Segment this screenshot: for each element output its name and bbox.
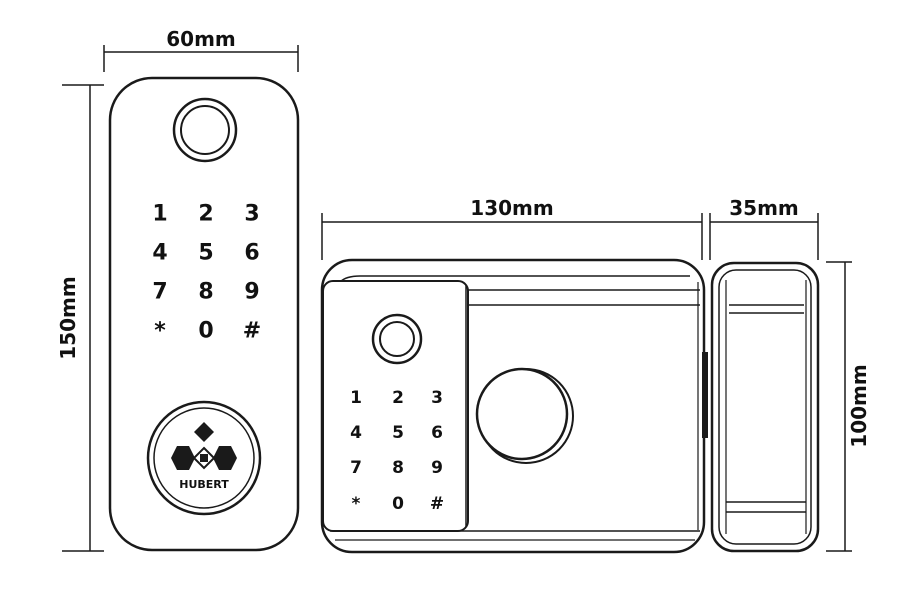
side-key: #: [430, 494, 444, 514]
dimension-label-130mm: 130mm: [470, 196, 553, 220]
side-key: 2: [392, 388, 404, 408]
dimension-label-150mm: 150mm: [56, 276, 80, 359]
side-key: 0: [392, 494, 404, 514]
front-key: 0: [198, 319, 213, 344]
dimension-label-60mm: 60mm: [166, 27, 236, 51]
front-key: 7: [152, 280, 167, 305]
dimension-130mm: [321, 213, 703, 260]
brand-logo-icon: [171, 422, 237, 470]
side-key: 4: [350, 423, 362, 443]
side-key: 6: [431, 423, 443, 443]
side-key: 7: [350, 458, 362, 478]
side-key: 1: [350, 388, 362, 408]
front-key: 2: [198, 202, 213, 227]
front-key: *: [154, 319, 166, 344]
dimension-label-35mm: 35mm: [729, 196, 799, 220]
dimension-60mm: [103, 45, 299, 72]
front-key: 4: [152, 241, 167, 266]
dimension-35mm: [709, 213, 819, 260]
front-key: 8: [198, 280, 213, 305]
side-key: 3: [431, 388, 443, 408]
knob: [475, 367, 574, 464]
side-key: 5: [392, 423, 404, 443]
side-keypad-plate: 1 2 3 4 5 6 7 8 9 * 0 #: [322, 280, 469, 532]
dimension-100mm: [826, 261, 852, 552]
front-key: #: [243, 319, 261, 344]
front-fingerprint-sensor: [172, 97, 238, 163]
brand-badge: HUBERT: [146, 400, 262, 516]
side-keypad: 1 2 3 4 5 6 7 8 9 * 0 #: [350, 388, 444, 514]
front-panel: 1 2 3 4 5 6 7 8 9 * 0 # HUBERT: [108, 76, 300, 552]
front-key: 9: [244, 280, 259, 305]
front-keypad: 1 2 3 4 5 6 7 8 9 * 0 #: [152, 202, 261, 344]
brand-name: HUBERT: [179, 478, 229, 491]
side-key: *: [352, 494, 361, 514]
dimension-label-100mm: 100mm: [847, 364, 871, 447]
side-fingerprint-sensor: [371, 313, 423, 365]
side-key: 9: [431, 458, 443, 478]
dimension-150mm: [62, 84, 104, 552]
front-key: 3: [244, 202, 259, 227]
front-key: 5: [198, 241, 213, 266]
strike-bracket: [710, 261, 820, 553]
front-key: 1: [152, 202, 167, 227]
side-key: 8: [392, 458, 404, 478]
front-key: 6: [244, 241, 259, 266]
